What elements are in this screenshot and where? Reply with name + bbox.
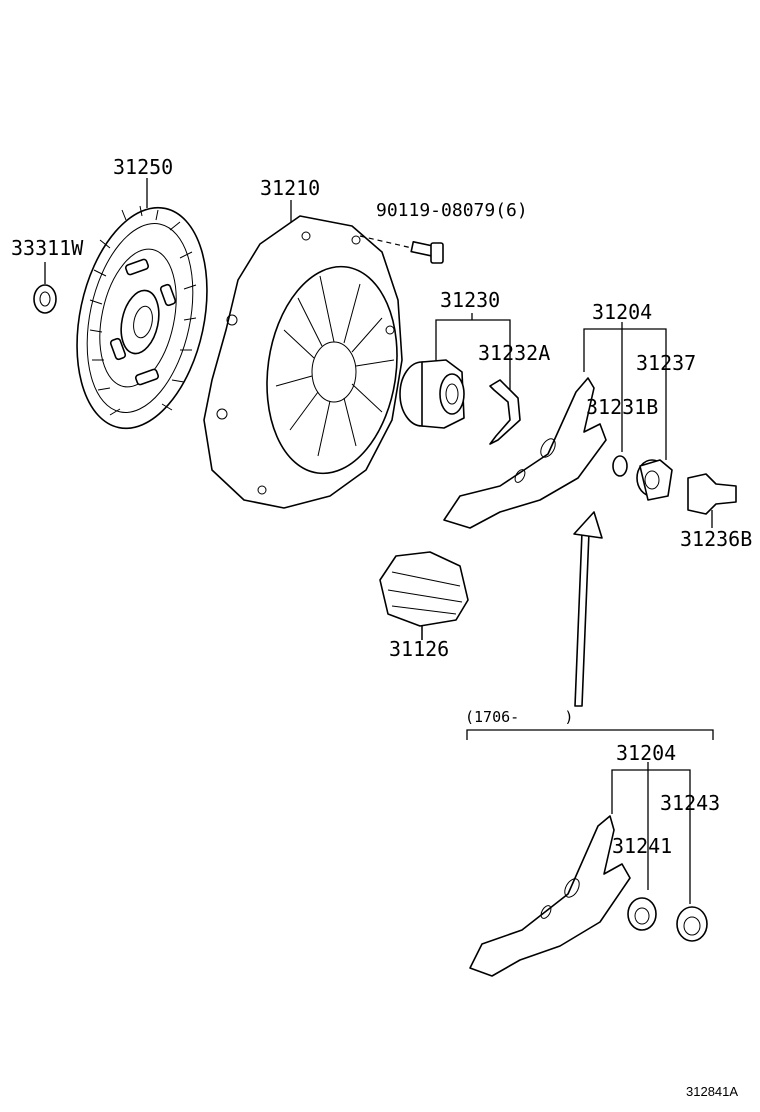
fork-boot-drawing xyxy=(379,551,469,640)
label-date-range: (1706- ) xyxy=(465,708,573,726)
label-31204-lower: 31204 xyxy=(616,741,676,765)
label-31236b: 31236B xyxy=(680,527,752,551)
label-31250: 31250 xyxy=(113,155,173,179)
change-arrow xyxy=(573,511,603,707)
label-diagram-id: 312841A xyxy=(686,1084,738,1099)
label-33311w: 33311W xyxy=(11,236,84,260)
label-90119-08079: 90119-08079(6) xyxy=(376,200,528,221)
cover-bolt-drawing xyxy=(359,235,444,264)
clutch-disc-drawing xyxy=(76,205,208,430)
label-31231b: 31231B xyxy=(586,395,658,419)
label-31243: 31243 xyxy=(660,791,720,815)
label-31230: 31230 xyxy=(440,288,500,312)
date-bracket xyxy=(466,729,714,740)
label-31126: 31126 xyxy=(389,637,449,661)
release-bearing-drawing xyxy=(399,313,521,445)
release-fork-lower-drawing xyxy=(469,762,708,977)
label-31204-upper: 31204 xyxy=(592,300,652,324)
label-31210: 31210 xyxy=(260,176,320,200)
label-31232a: 31232A xyxy=(478,341,550,365)
label-31241: 31241 xyxy=(612,834,672,858)
release-fork-upper-drawing xyxy=(443,322,737,529)
label-31237: 31237 xyxy=(636,351,696,375)
clutch-cover-drawing xyxy=(203,215,403,509)
pilot-bearing-drawing xyxy=(33,262,57,314)
